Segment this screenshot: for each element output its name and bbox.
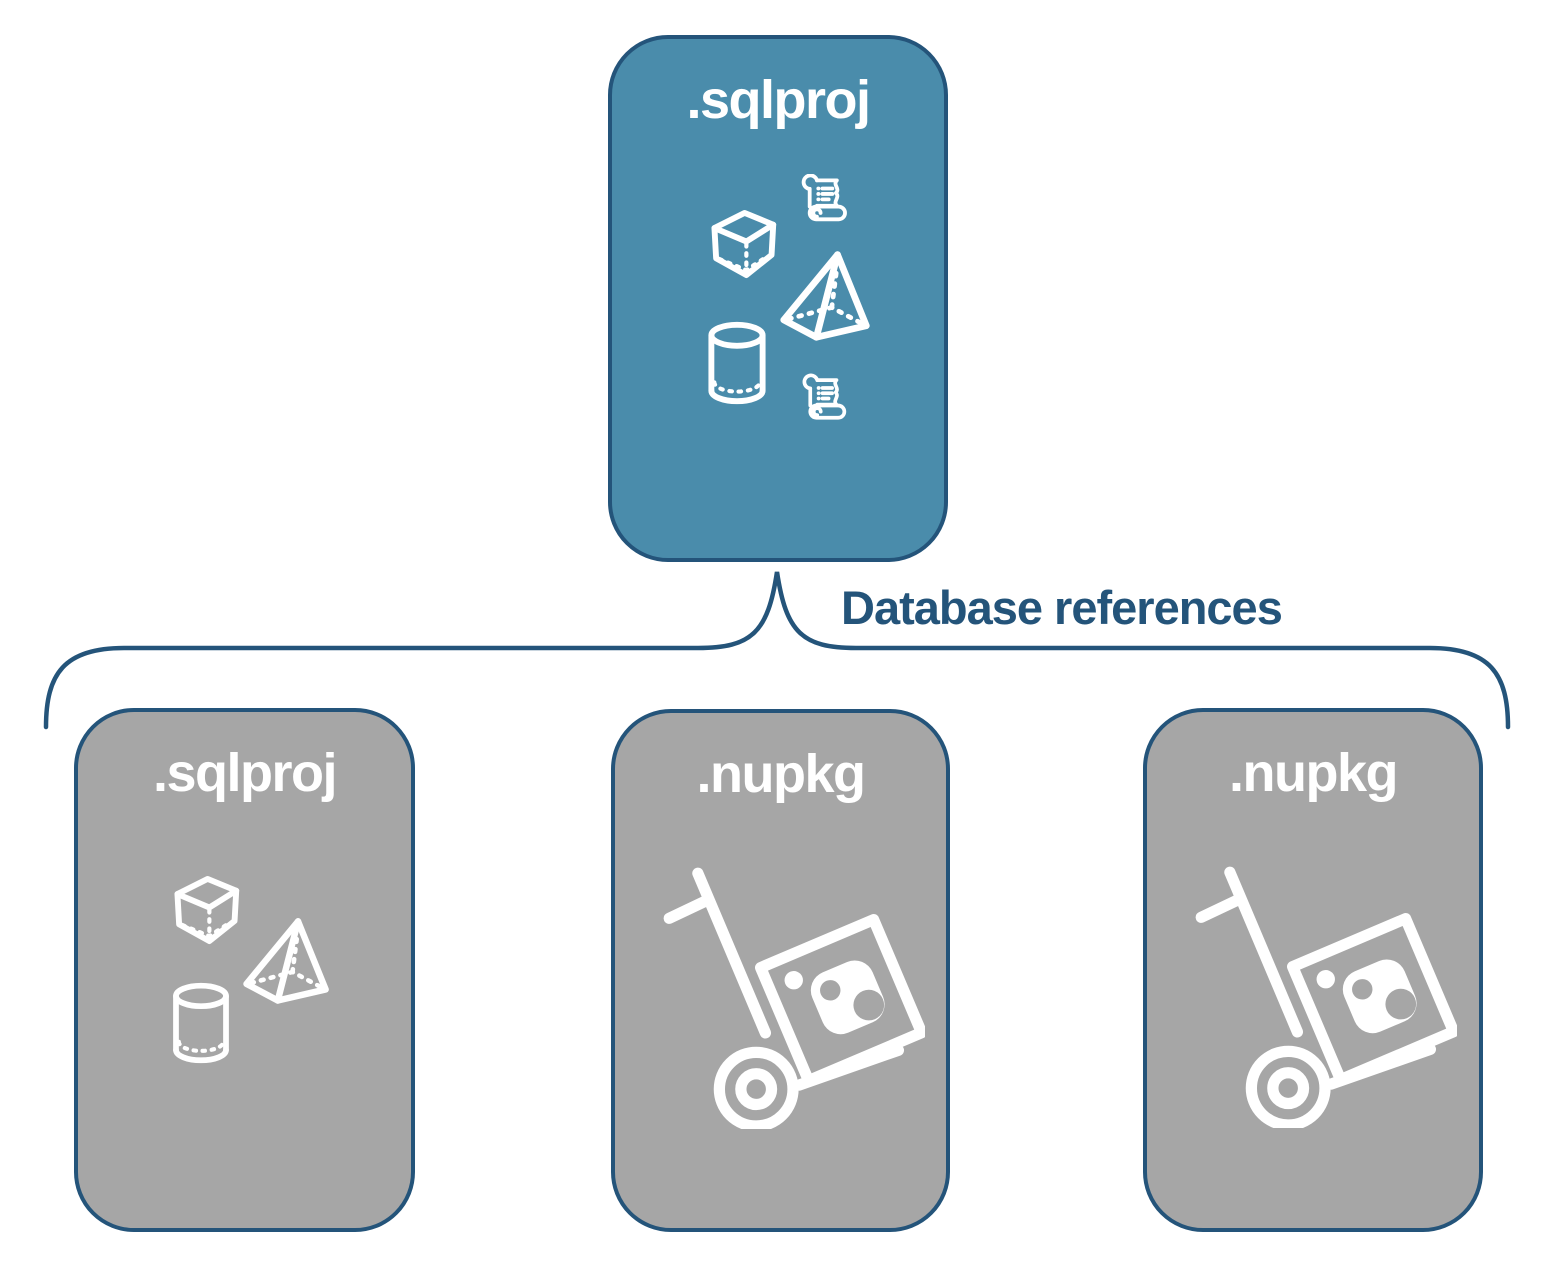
child-card-nupkg: .nupkg bbox=[611, 709, 950, 1232]
cylinder-icon bbox=[700, 321, 774, 405]
scroll-icon bbox=[798, 373, 854, 431]
child-card-nupkg: .nupkg bbox=[1143, 708, 1483, 1232]
root-card-sqlproj: .sqlproj bbox=[608, 35, 948, 562]
child-card-title: .nupkg bbox=[696, 744, 866, 804]
hand-truck-package-icon bbox=[1191, 858, 1457, 1128]
connector-label: Database references bbox=[841, 581, 1283, 634]
pyramid-icon bbox=[236, 914, 338, 1006]
scroll-icon bbox=[797, 174, 855, 232]
child-card-title: .sqlproj bbox=[152, 743, 338, 803]
root-card-title: .sqlproj bbox=[686, 70, 871, 130]
child-card-sqlproj: .sqlproj bbox=[74, 708, 415, 1232]
cylinder-icon bbox=[166, 982, 236, 1064]
hand-truck-package-icon bbox=[659, 859, 925, 1129]
child-card-title: .nupkg bbox=[1229, 743, 1398, 803]
pyramid-icon bbox=[774, 247, 878, 343]
